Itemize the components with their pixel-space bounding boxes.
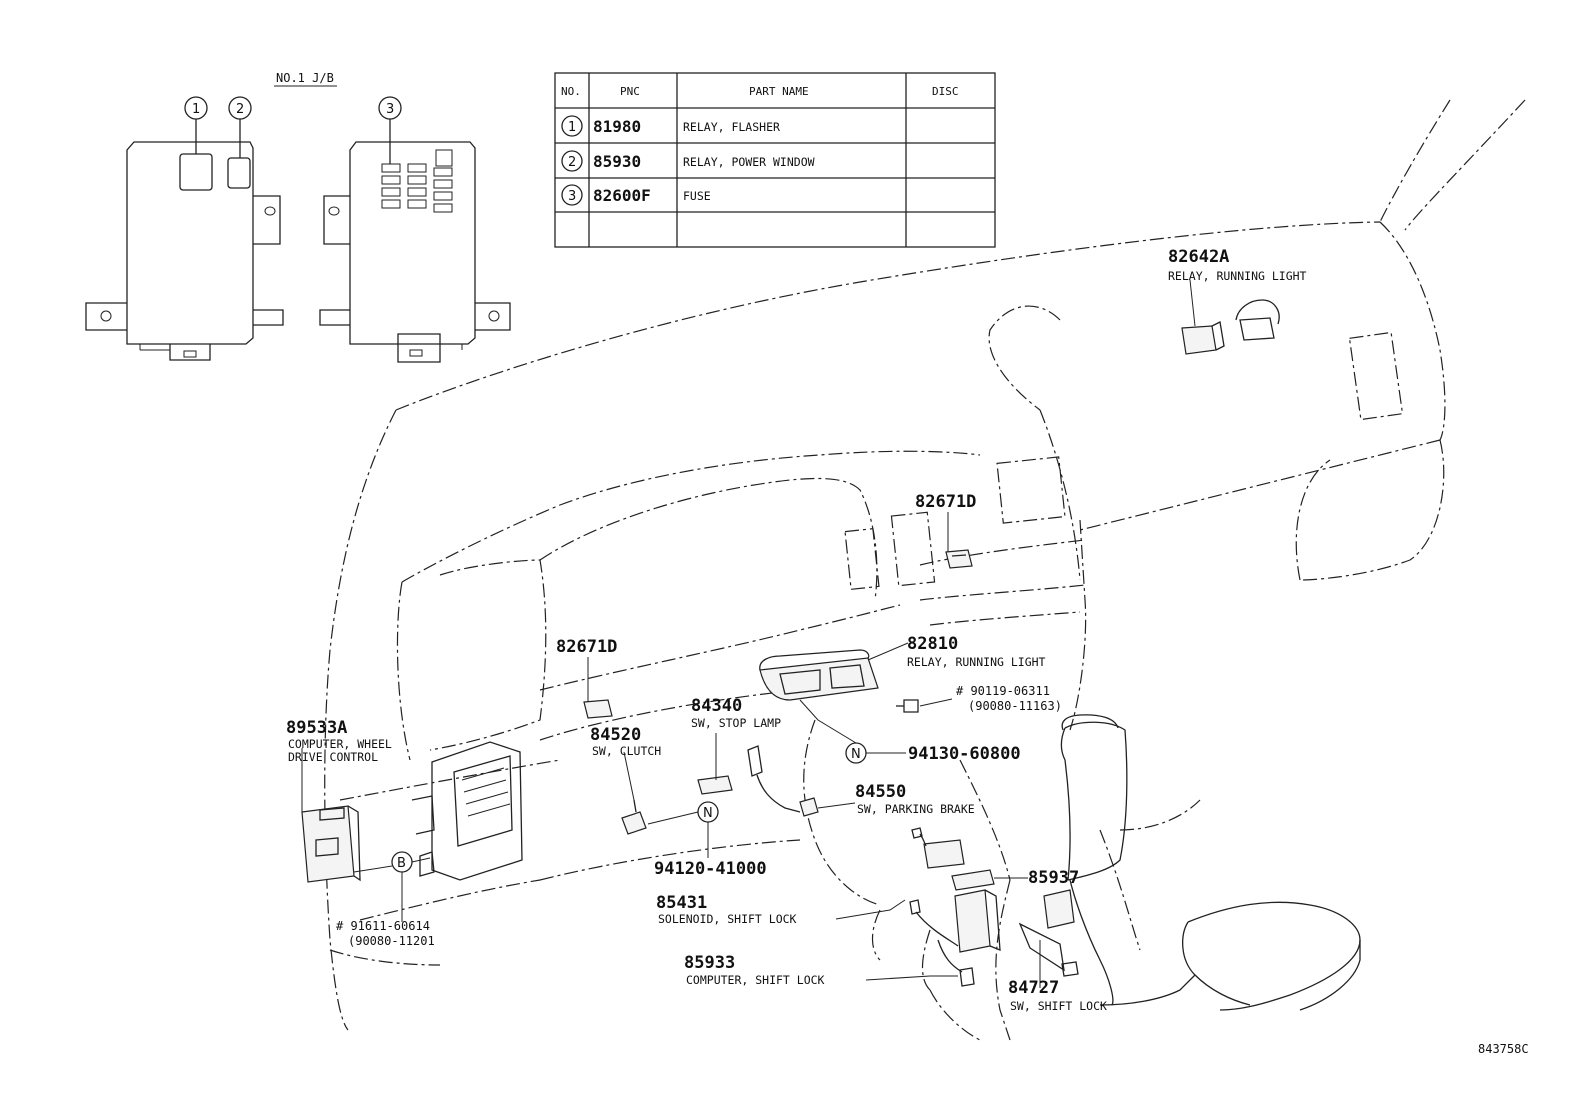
- svg-text:# 90119-06311: # 90119-06311: [956, 684, 1050, 698]
- svg-text:# 91611-60614: # 91611-60614: [336, 919, 430, 933]
- svg-text:84520: 84520: [590, 725, 641, 745]
- svg-text:85930: 85930: [593, 152, 641, 171]
- svg-text:89533A: 89533A: [286, 718, 347, 738]
- table-header-part-name: PART NAME: [749, 85, 809, 98]
- part-82671d-left-graphic: [583, 699, 613, 719]
- svg-text:SW, CLUTCH: SW, CLUTCH: [592, 744, 661, 758]
- svg-text:1: 1: [192, 102, 200, 117]
- callout-85933: 85933 COMPUTER, SHIFT LOCK: [684, 953, 825, 987]
- table-row: 3 82600F FUSE: [561, 184, 711, 206]
- svg-text:84727: 84727: [1008, 978, 1059, 998]
- part-84340-graphic: [697, 745, 801, 813]
- svg-text:(90080-11163): (90080-11163): [968, 699, 1062, 713]
- svg-text:N: N: [703, 806, 713, 821]
- junction-block-back: [319, 141, 511, 363]
- svg-text:84340: 84340: [691, 696, 742, 716]
- svg-text:82810: 82810: [907, 634, 958, 654]
- marker-1: 1: [184, 96, 208, 154]
- svg-text:84550: 84550: [855, 782, 906, 802]
- svg-text:2: 2: [568, 155, 576, 170]
- callout-bolt-90119: # 90119-06311 (90080-11163): [956, 684, 1062, 713]
- svg-text:B: B: [397, 856, 406, 871]
- callout-82810: 82810 RELAY, RUNNING LIGHT: [907, 634, 1046, 669]
- callout-82671d-left: 82671D: [556, 637, 617, 657]
- svg-text:94130-60800: 94130-60800: [908, 744, 1021, 764]
- marker-3: 3: [378, 96, 402, 164]
- svg-text:(90080-11201: (90080-11201: [348, 934, 435, 948]
- part-84550-graphic: [799, 797, 819, 817]
- svg-text:85933: 85933: [684, 953, 735, 973]
- bolt-90119-graphic: [896, 699, 919, 713]
- junction-block-label: NO.1 J/B: [276, 71, 334, 85]
- part-85933-graphic: [909, 889, 1001, 987]
- table-row: 2 85930 RELAY, POWER WINDOW: [561, 150, 815, 172]
- svg-text:82671D: 82671D: [915, 492, 976, 512]
- table-row: 1 81980 RELAY, FLASHER: [561, 115, 780, 137]
- svg-text:1: 1: [568, 120, 576, 135]
- svg-text:SW, SHIFT LOCK: SW, SHIFT LOCK: [1010, 999, 1107, 1013]
- svg-text:COMPUTER, SHIFT LOCK: COMPUTER, SHIFT LOCK: [686, 973, 825, 987]
- callout-89533a: 89533A COMPUTER, WHEEL DRIVE CONTROL: [286, 718, 392, 764]
- svg-text:N: N: [851, 747, 861, 762]
- svg-text:85937: 85937: [1028, 868, 1079, 888]
- svg-text:SOLENOID, SHIFT LOCK: SOLENOID, SHIFT LOCK: [658, 912, 797, 926]
- svg-text:82642A: 82642A: [1168, 247, 1229, 267]
- table-header-disc: DISC: [932, 85, 959, 98]
- svg-text:82600F: 82600F: [593, 186, 651, 205]
- svg-text:FUSE: FUSE: [683, 189, 711, 203]
- svg-text:COMPUTER, WHEEL: COMPUTER, WHEEL: [288, 737, 392, 751]
- callout-82671d-right: 82671D: [915, 492, 976, 512]
- part-82810-graphic: [759, 649, 879, 701]
- svg-text:81980: 81980: [593, 117, 641, 136]
- callout-84520: 84520 SW, CLUTCH: [590, 725, 661, 758]
- svg-text:3: 3: [386, 102, 394, 117]
- svg-text:94120-41000: 94120-41000: [654, 859, 767, 879]
- part-89533a-graphic: [301, 805, 361, 883]
- marker-b: B: [391, 851, 413, 873]
- center-console: [1060, 714, 1361, 1011]
- table-header-pnc: PNC: [620, 85, 640, 98]
- callout-85937: 85937: [1028, 868, 1079, 888]
- callout-84727: 84727 SW, SHIFT LOCK: [1008, 978, 1107, 1013]
- junction-block-front: [85, 141, 284, 361]
- fuse-array: [381, 163, 453, 213]
- svg-text:RELAY, RUNNING LIGHT: RELAY, RUNNING LIGHT: [1168, 269, 1307, 283]
- part-82642a-graphic: [1181, 299, 1280, 355]
- svg-text:RELAY, RUNNING LIGHT: RELAY, RUNNING LIGHT: [907, 655, 1046, 669]
- callout-84340: 84340 SW, STOP LAMP: [691, 696, 781, 730]
- svg-text:RELAY, POWER WINDOW: RELAY, POWER WINDOW: [683, 155, 815, 169]
- svg-text:SW, PARKING BRAKE: SW, PARKING BRAKE: [857, 802, 975, 816]
- drawing-id: 843758C: [1478, 1042, 1529, 1056]
- callout-94120: 94120-41000: [654, 859, 767, 879]
- svg-text:85431: 85431: [656, 893, 707, 913]
- svg-text:SW, STOP LAMP: SW, STOP LAMP: [691, 716, 781, 730]
- svg-text:2: 2: [236, 102, 244, 117]
- junction-block-installed: [411, 741, 523, 881]
- svg-text:82671D: 82671D: [556, 637, 617, 657]
- part-85431-graphic: [911, 827, 965, 869]
- callout-bolt-91611: # 91611-60614 (90080-11201: [336, 919, 435, 948]
- svg-text:3: 3: [568, 189, 576, 204]
- part-84520-graphic: [621, 799, 647, 835]
- table-header-no: NO.: [561, 85, 581, 98]
- leader-lines: [301, 279, 1196, 988]
- callout-85431: 85431 SOLENOID, SHIFT LOCK: [656, 893, 797, 926]
- part-82671d-right-graphic: [945, 549, 973, 569]
- svg-text:DRIVE CONTROL: DRIVE CONTROL: [288, 750, 378, 764]
- dashboard-outline: [324, 99, 1526, 1041]
- svg-text:RELAY, FLASHER: RELAY, FLASHER: [683, 120, 780, 134]
- callout-94130: 94130-60800: [908, 744, 1021, 764]
- callout-82642a: 82642A RELAY, RUNNING LIGHT: [1168, 247, 1307, 283]
- marker-2: 2: [228, 96, 252, 158]
- marker-n-upper: N: [845, 742, 867, 764]
- part-84727-graphic: [1018, 889, 1079, 977]
- callout-84550: 84550 SW, PARKING BRAKE: [855, 782, 975, 816]
- parts-table: NO. PNC PART NAME DISC 1 81980 RELAY, FL…: [554, 72, 996, 248]
- part-85937-graphic: [951, 869, 995, 891]
- marker-n-lower: N: [697, 801, 719, 823]
